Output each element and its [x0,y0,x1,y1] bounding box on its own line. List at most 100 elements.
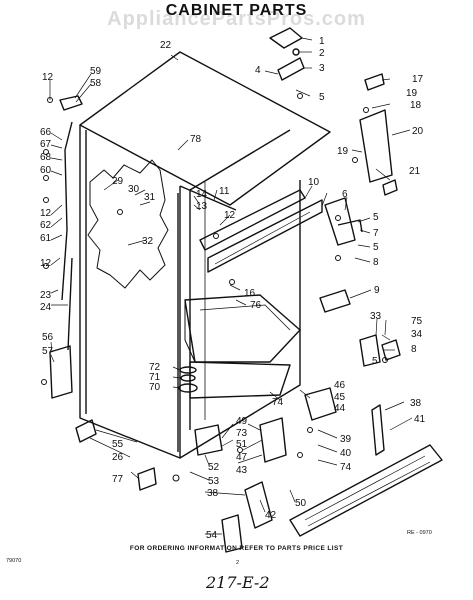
toe-grille [289,444,443,537]
bracket-44 [304,387,337,421]
callout-10: 10 [308,177,320,188]
callout-17: 17 [412,74,424,85]
callout-44: 44 [334,403,346,414]
callout-5b: 5 [373,212,379,223]
callout-19b: 19 [337,146,349,157]
callout-21: 21 [409,166,421,177]
callout-6: 6 [342,189,348,200]
callout-78: 78 [190,134,202,145]
leveling-leg [75,419,97,443]
callout-40: 40 [340,448,352,459]
callout-5: 5 [319,92,325,103]
callout-45: 45 [334,392,346,403]
callout-38a: 38 [410,398,422,409]
callout-76: 76 [250,300,262,311]
center-mullion [199,189,306,251]
callout-42: 42 [265,510,277,521]
callout-55: 55 [112,439,124,450]
callout-75: 75 [411,316,423,327]
lower-hinge [359,334,401,367]
callout-5c: 5 [373,242,379,253]
callout-34: 34 [411,329,423,340]
callout-33: 33 [370,311,382,322]
callout-12a: 12 [42,72,54,83]
cross-rail [207,199,323,273]
crisper-pan [184,294,301,363]
callout-12b: 12 [40,208,52,219]
callout-59: 59 [90,66,102,77]
callout-74b: 74 [340,462,352,473]
handwritten-note: 217-E-2 [206,573,270,592]
callout-54: 54 [206,530,218,541]
callout-26: 26 [112,452,124,463]
callout-57: 57 [42,346,54,357]
callout-52: 52 [208,462,220,473]
callout-24: 24 [40,302,52,313]
callout-20: 20 [412,126,424,137]
callout-72: 72 [149,362,161,373]
callout-11: 11 [219,186,230,197]
callout-5d: 5 [372,356,378,367]
callout-71: 71 [149,372,161,383]
callout-1: 1 [319,36,325,47]
callout-18: 18 [410,100,422,111]
callout-3: 3 [319,63,325,74]
callout-39: 39 [340,434,352,445]
drain-pan [189,361,291,399]
center-hinge [324,197,363,246]
page-code: 79070 [6,558,22,564]
top-hinge [269,27,305,81]
callout-77: 77 [112,474,124,485]
part-54 [221,514,243,553]
callout-61: 61 [40,233,52,244]
bracket-9 [319,289,351,313]
callout-30: 30 [128,184,140,195]
callout-43: 43 [236,465,248,476]
callout-31: 31 [144,192,156,203]
diagram-title: CABINET PARTS [165,2,308,19]
callout-47: 47 [236,452,248,463]
callout-70: 70 [149,382,161,393]
callout-7: 7 [373,228,379,239]
callout-22: 22 [160,40,172,51]
callout-49: 49 [236,416,248,427]
callout-58: 58 [90,78,102,89]
insulation-cutaway [87,159,169,289]
callout-74a: 74 [272,397,284,408]
callout-2: 2 [319,48,325,59]
callout-12c: 12 [224,210,236,221]
callout-32: 32 [142,236,154,247]
callout-73: 73 [236,428,248,439]
part-70-72 [178,366,198,393]
callout-23: 23 [40,290,52,301]
callout-8b: 8 [411,344,417,355]
callout-51: 51 [236,439,248,450]
callout-68: 68 [40,152,52,163]
page-number: 2 [236,560,240,566]
ordering-note: FOR ORDERING INFORMATION REFER TO PARTS … [129,545,344,552]
callout-29: 29 [112,176,124,187]
callout-4: 4 [255,65,261,76]
foot-77 [137,467,157,491]
control-housing [194,417,287,463]
callout-38b: 38 [207,488,219,499]
callout-53: 53 [208,476,220,487]
callout-41: 41 [414,414,426,425]
reference-code: RE - 0970 [407,530,432,536]
callout-56: 56 [42,332,54,343]
callout-19a: 19 [406,88,418,99]
callout-66: 66 [40,127,52,138]
screws [41,93,388,482]
callout-8a: 8 [373,257,379,268]
bracket-42 [244,481,273,529]
callout-16: 16 [244,288,256,299]
callout-67: 67 [40,139,52,150]
callout-62: 62 [40,220,52,231]
callout-12d: 12 [40,258,52,269]
hinge-plate-56 [49,345,73,399]
hinge-bracket-right [359,73,398,196]
left-tube-assembly [59,95,83,351]
watermark: AppliancePartsPros.com [107,8,366,30]
callout-14: 14 [196,189,208,200]
